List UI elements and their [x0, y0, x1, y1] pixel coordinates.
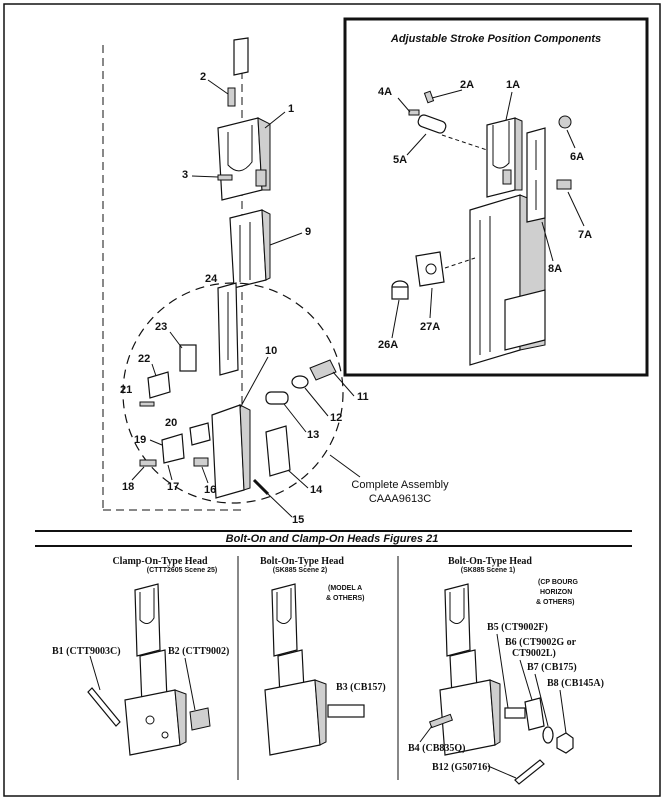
callout-b1: B1 (CTT9003C): [52, 646, 121, 657]
callout-22: 22: [138, 353, 150, 365]
callout-8a: 8A: [548, 263, 562, 275]
callout-24: 24: [205, 273, 218, 285]
panel-left-title: Clamp-On-Type Head: [112, 556, 208, 567]
callout-6a: 6A: [570, 151, 584, 163]
part-3: [217, 174, 233, 181]
callout-12: 12: [330, 412, 342, 424]
part-2: [227, 87, 236, 107]
inset-panel: Adjustable Stroke Position Components: [343, 17, 649, 377]
part-b12: [514, 759, 545, 785]
part-1a: [486, 117, 516, 198]
callout-b6-line2: CT9002L): [512, 648, 556, 659]
outer-border: [3, 3, 661, 797]
part-b4: [428, 713, 454, 729]
part-11: [309, 359, 337, 381]
part-b5: [504, 707, 526, 719]
callout-b2: B2 (CTT9002): [168, 646, 229, 657]
callout-9: 9: [305, 226, 311, 238]
part-b7: [542, 726, 554, 744]
part-4a: [408, 109, 420, 116]
panel-right-note-2: HORIZON: [540, 589, 572, 596]
part-19: [161, 433, 185, 464]
callout-b4: B4 (CB835Q): [408, 743, 466, 754]
callout-20: 20: [165, 417, 177, 429]
callout-19: 19: [134, 434, 146, 446]
callout-21: 21: [120, 384, 132, 396]
part-9: [229, 209, 267, 289]
part-b1: [87, 687, 121, 727]
inset-title: Adjustable Stroke Position Components: [390, 33, 601, 45]
assembly-circle: [122, 282, 344, 504]
panel-middle-title: Bolt-On-Type Head: [260, 556, 344, 567]
part-2a: [423, 90, 435, 104]
callout-1a: 1A: [506, 79, 520, 91]
bolt-body-a: [264, 679, 321, 756]
part-21: [139, 401, 155, 407]
panel-left-subtitle: (CTTT2605 Scene 25): [147, 567, 217, 574]
exploded-view: 2 1 3 9 24 23 22 21 20 19 18 17 16 10 11…: [102, 37, 449, 526]
part-10: [211, 404, 245, 499]
part-18: [139, 459, 157, 467]
callout-18: 18: [122, 481, 134, 493]
assembly-label-line1: Complete Assembly: [351, 479, 449, 491]
callout-17: 17: [167, 481, 179, 493]
panel-middle-note-2: & OTHERS): [326, 595, 365, 602]
part-23: [179, 344, 197, 372]
callout-26a: 26A: [378, 339, 398, 351]
callout-b5: B5 (CT9002F): [487, 622, 548, 633]
part-b2: [189, 707, 211, 731]
callout-b12: B12 (G50716): [432, 762, 491, 773]
callout-4a: 4A: [378, 86, 392, 98]
part-b6: [524, 697, 545, 731]
panel-right-note-1: (CP BOURG: [538, 579, 578, 586]
callout-16: 16: [204, 484, 216, 496]
callout-15: 15: [292, 514, 304, 526]
part-12: [291, 375, 309, 389]
panel-right-title: Bolt-On-Type Head: [448, 556, 532, 567]
callout-1: 1: [288, 103, 294, 115]
part-b3: [327, 704, 365, 718]
panel-clamp-on: Clamp-On-Type Head (CTTT2605 Scene 25) B…: [52, 556, 229, 756]
callout-b7: B7 (CB175): [527, 662, 577, 673]
part-b8: [556, 732, 574, 754]
panel-right-subtitle: (SK885 Scene 1): [461, 567, 515, 574]
callout-11: 11: [357, 391, 369, 403]
callout-27a: 27A: [420, 321, 440, 333]
panel-bolt-on-cp: Bolt-On-Type Head (SK885 Scene 1) (CP BO…: [408, 556, 604, 785]
callout-23: 23: [155, 321, 167, 333]
panel-bolt-on-a: Bolt-On-Type Head (SK885 Scene 2) (MODEL…: [260, 556, 386, 756]
panel-right-note-3: & OTHERS): [536, 599, 575, 606]
callout-5a: 5A: [393, 154, 407, 166]
callout-b3: B3 (CB157): [336, 682, 386, 693]
callout-b6-line1: B6 (CT9002G or: [505, 637, 577, 648]
callout-2: 2: [200, 71, 206, 83]
callout-2a: 2A: [460, 79, 474, 91]
callout-3: 3: [182, 169, 188, 181]
panel-middle-note-1: (MODEL A: [328, 585, 362, 592]
section-header: Bolt-On and Clamp-On Heads Figures 21: [35, 530, 632, 780]
part-1: [217, 117, 263, 201]
callout-10: 10: [265, 345, 277, 357]
assembly-label-line2: CAAA9613C: [369, 493, 431, 505]
part-13: [265, 391, 289, 405]
part-5a: [417, 114, 447, 134]
part-16: [193, 457, 209, 467]
part-20: [189, 422, 211, 446]
panel-middle-subtitle: (SK885 Scene 2): [273, 567, 327, 574]
part-14: [265, 425, 291, 477]
part-6a: [558, 115, 572, 129]
part-7a: [556, 179, 572, 190]
callout-7a: 7A: [578, 229, 592, 241]
part-22: [147, 371, 171, 399]
part-8a: [526, 127, 546, 223]
section-title: Bolt-On and Clamp-On Heads Figures 21: [226, 533, 439, 545]
callout-13: 13: [307, 429, 319, 441]
callout-b8: B8 (CB145A): [547, 678, 604, 689]
part-27a: [415, 251, 445, 287]
callout-14: 14: [310, 484, 323, 496]
